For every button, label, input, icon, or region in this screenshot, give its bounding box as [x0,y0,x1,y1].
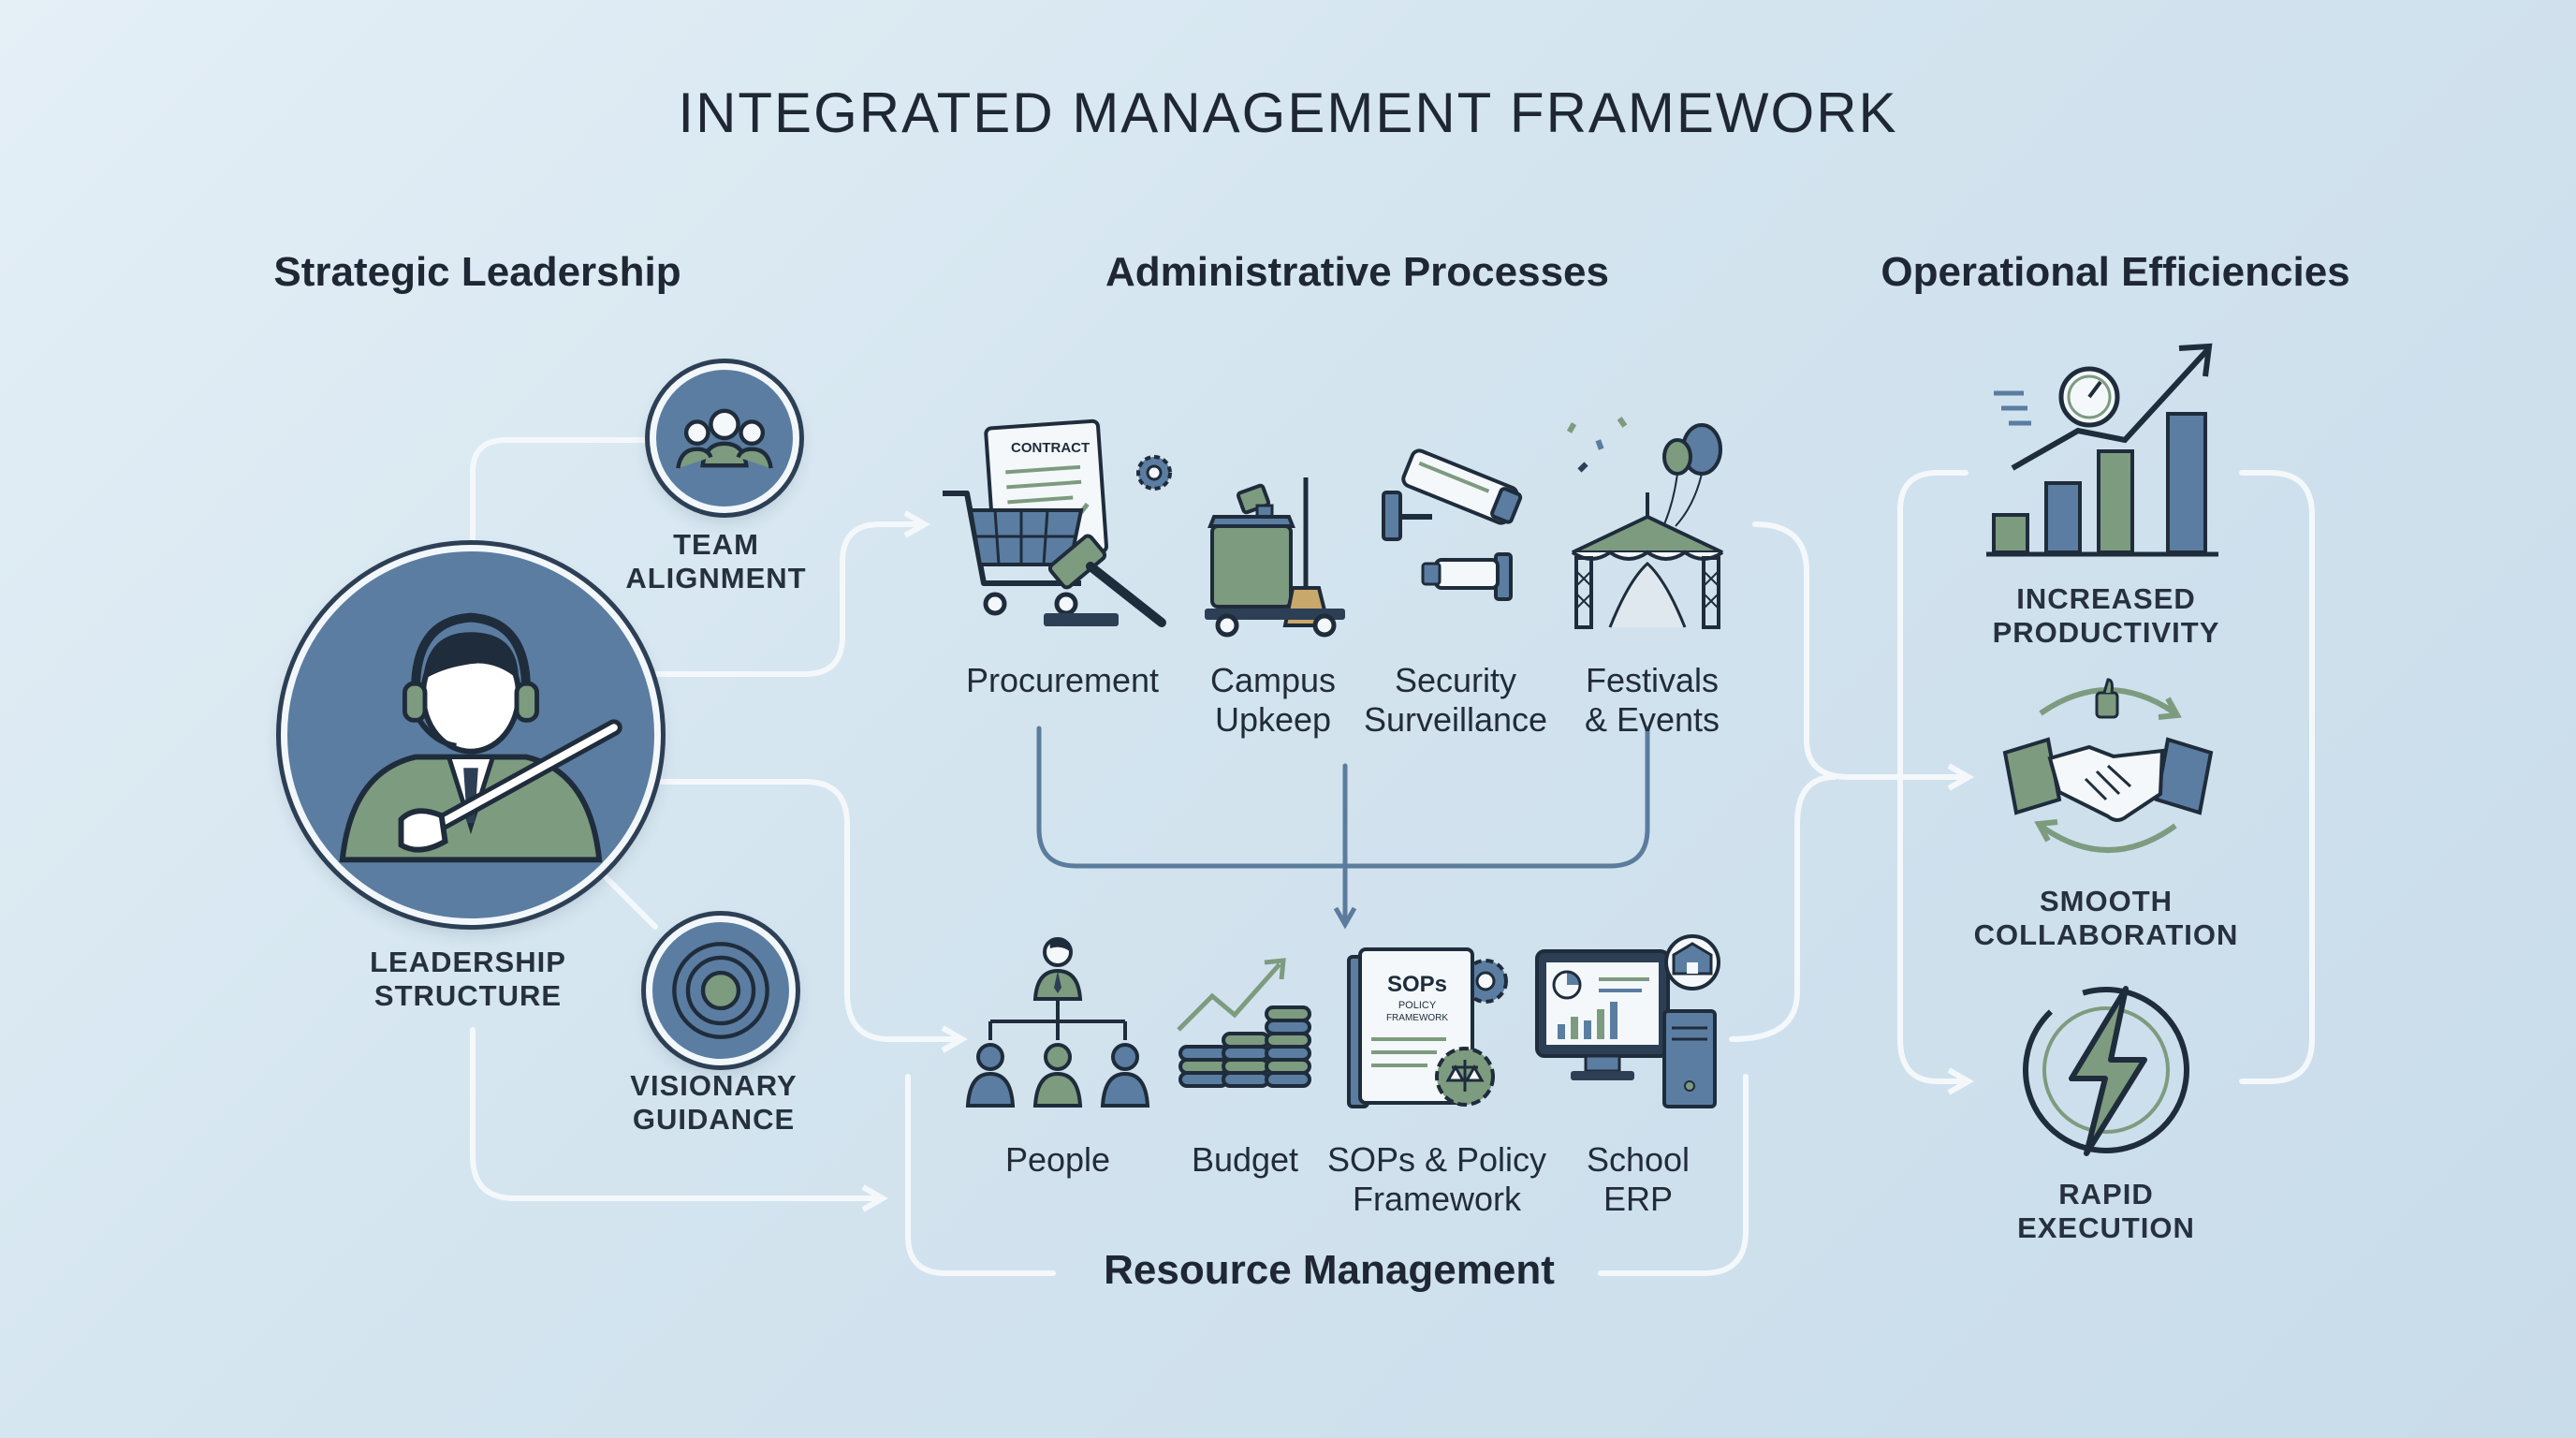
visionary-guidance-label: VISIONARY GUIDANCE [630,1069,798,1136]
leadership-structure-label: LEADERSHIP STRUCTURE [370,946,566,1012]
team-alignment-label: TEAM ALIGNMENT [625,528,807,594]
people-label: People [1004,1140,1111,1179]
handshake-icon [2002,676,2214,863]
cctv-camera-icon [1376,448,1530,623]
cart-contract-gavel-icon: CONTRACT [941,417,1175,637]
column-header-administrative: Administrative Processes [1105,249,1610,295]
bar-chart-arrow-icon [1984,337,2228,562]
campus-upkeep-label: Campus Upkeep [1209,661,1337,739]
sop-binder-icon: SOPs POLICY FRAMEWORK [1343,936,1516,1114]
policy-icon-text: POLICY [1398,1000,1437,1011]
lightning-icon [2017,981,2195,1159]
festivals-events-label: Festivals & Events [1584,661,1720,739]
column-header-strategic: Strategic Leadership [273,249,681,295]
cleaning-cart-icon [1203,468,1357,638]
target-icon [646,916,796,1065]
security-surveillance-label: Security Surveillance [1363,661,1548,739]
budget-label: Budget [1191,1140,1299,1179]
leader-with-headset-icon [281,545,661,925]
resource-management-title: Resource Management [1104,1247,1555,1293]
computer-erp-icon [1533,927,1725,1114]
org-chart-icon [964,932,1151,1119]
team-icon [650,363,799,513]
tent-balloons-icon [1563,412,1732,637]
framework-icon-text: FRAMEWORK [1385,1013,1449,1023]
contract-text: CONTRACT [1011,440,1090,456]
rapid-execution-label: RAPID EXECUTION [2017,1178,2195,1244]
coins-growth-icon [1175,946,1315,1095]
procurement-label: Procurement [965,661,1160,699]
smooth-collaboration-label: SMOOTH COLLABORATION [1973,885,2239,951]
school-erp-label: School ERP [1586,1140,1690,1218]
page-title: INTEGRATED MANAGEMENT FRAMEWORK [678,81,1898,144]
sops-icon-title: SOPs [1386,972,1448,997]
sops-policy-label: SOPs & Policy Framework [1326,1140,1547,1218]
column-header-operational: Operational Efficiencies [1881,249,2350,295]
increased-productivity-label: INCREASED PRODUCTIVITY [1992,582,2220,649]
